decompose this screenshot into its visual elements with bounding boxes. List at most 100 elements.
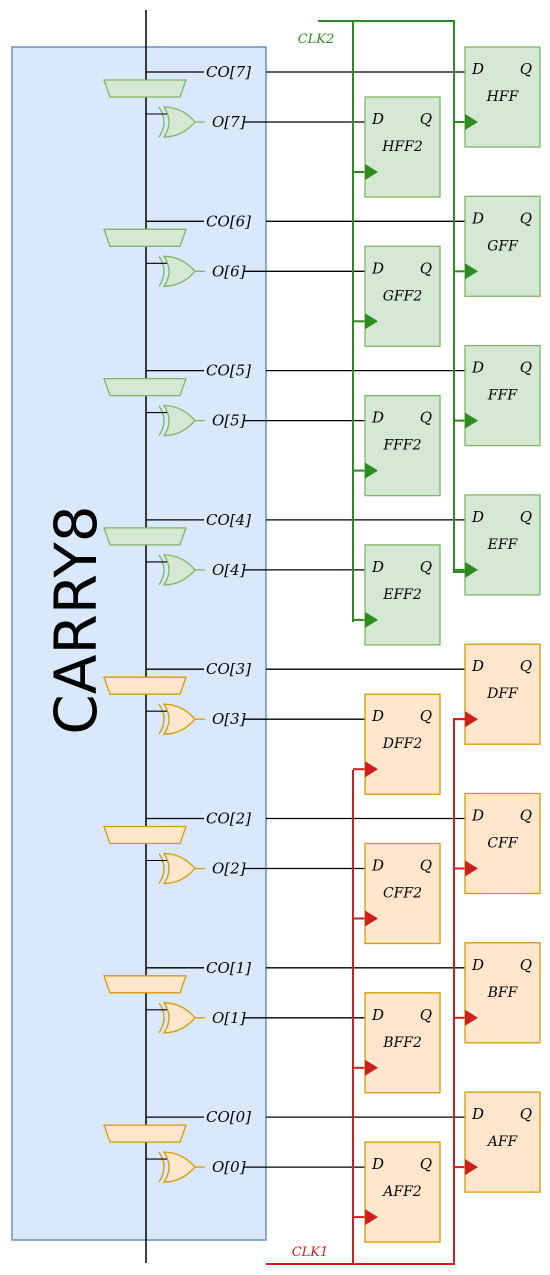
xor-gate-back-arc [158, 1151, 165, 1183]
xor-gate-back-arc [158, 405, 165, 436]
clock-pin-icon [365, 910, 378, 927]
clk1-label: CLK1 [292, 1245, 329, 1260]
clk2-network: CLK2 [298, 20, 465, 622]
clk2-label: CLK2 [298, 32, 335, 47]
carry-mux-icon [103, 377, 187, 397]
clock-pin-icon [365, 611, 378, 628]
co-label: CO[7] [206, 63, 251, 81]
o-label: O[0] [212, 1158, 246, 1176]
flip-flop-name: FFF2 [382, 438, 421, 454]
co-label: CO[3] [206, 660, 251, 678]
flip-flop-name: CFF2 [383, 886, 422, 902]
q-pin-label: Q [520, 657, 532, 675]
d-pin-label: D [471, 359, 484, 377]
flip-flop-name: EFF2 [382, 587, 422, 603]
clock-pin-icon [465, 711, 478, 728]
d-pin-label: D [371, 1155, 384, 1173]
q-pin-label: Q [520, 1105, 532, 1123]
flip-flop-box [364, 394, 441, 497]
clock-pin-icon [465, 1009, 478, 1026]
co-label: CO[5] [206, 362, 251, 380]
clk1-network: CLK1 [266, 718, 465, 1265]
q-pin-label: Q [520, 508, 532, 526]
flip-flop-name: DFF2 [382, 736, 423, 752]
clock-pin-icon [365, 164, 378, 180]
clock-pin-icon [365, 1059, 378, 1076]
o-label: O[1] [212, 1009, 246, 1027]
o-label: O[4] [212, 561, 246, 579]
flip-flop-name: HFF [486, 89, 520, 105]
d-pin-label: D [371, 409, 384, 427]
q-pin-label: Q [420, 857, 432, 875]
xor-gate-back-arc [158, 554, 165, 586]
xor-gate-icon [162, 554, 196, 586]
d-pin-label: D [471, 508, 484, 526]
carry-mux-icon [103, 1124, 187, 1143]
flip-flop-name: DFF [486, 686, 519, 702]
flip-flop-box [364, 992, 441, 1094]
flip-flop-box [464, 195, 541, 297]
d-pin-label: D [371, 110, 384, 128]
co-label: CO[2] [206, 810, 251, 828]
flip-flop-name: AFF [486, 1134, 519, 1150]
flip-flop-box [464, 344, 541, 447]
clock-pin-icon [465, 860, 478, 877]
q-pin-label: Q [420, 110, 432, 128]
co-label: CO[6] [206, 212, 251, 230]
flip-flop-box [464, 1091, 541, 1193]
d-pin-label: D [471, 807, 484, 825]
o-label: O[6] [212, 262, 246, 280]
xor-gate-icon [162, 703, 196, 735]
xor-gate-icon [162, 1002, 196, 1034]
flip-flop-box [464, 46, 541, 148]
co-label: CO[4] [206, 511, 251, 529]
flip-flop-box [364, 842, 441, 945]
clk2-wire [318, 20, 465, 573]
flip-flop-box [364, 245, 441, 347]
flip-flop: D Q AFF2 [353, 1141, 441, 1243]
flip-flop-box [364, 96, 441, 198]
clock-pin-icon [465, 412, 478, 429]
d-pin-label: D [471, 956, 484, 974]
clock-pin-icon [365, 1209, 378, 1226]
xor-gate-icon [162, 255, 196, 287]
o-label: O[5] [212, 412, 246, 430]
clock-pin-icon [365, 313, 378, 330]
q-pin-label: Q [520, 359, 532, 377]
o-label: O[2] [212, 860, 246, 878]
flip-flop-box [464, 643, 541, 745]
flip-flop-name: GFF [487, 238, 519, 254]
clock-pin-icon [365, 462, 378, 479]
d-pin-label: D [371, 1006, 384, 1024]
flip-flop-name: CFF [487, 836, 518, 852]
q-pin-label: Q [420, 1155, 432, 1173]
carry-mux-icon [103, 79, 187, 98]
clock-pin-icon [465, 263, 478, 280]
xor-gate-back-arc [158, 255, 165, 287]
carry-mux-icon [103, 676, 187, 695]
xor-gate-icon [162, 106, 196, 138]
flip-flop-name: AFF2 [381, 1184, 422, 1200]
carry-mux-icon [103, 825, 187, 845]
d-pin-label: D [471, 60, 484, 78]
